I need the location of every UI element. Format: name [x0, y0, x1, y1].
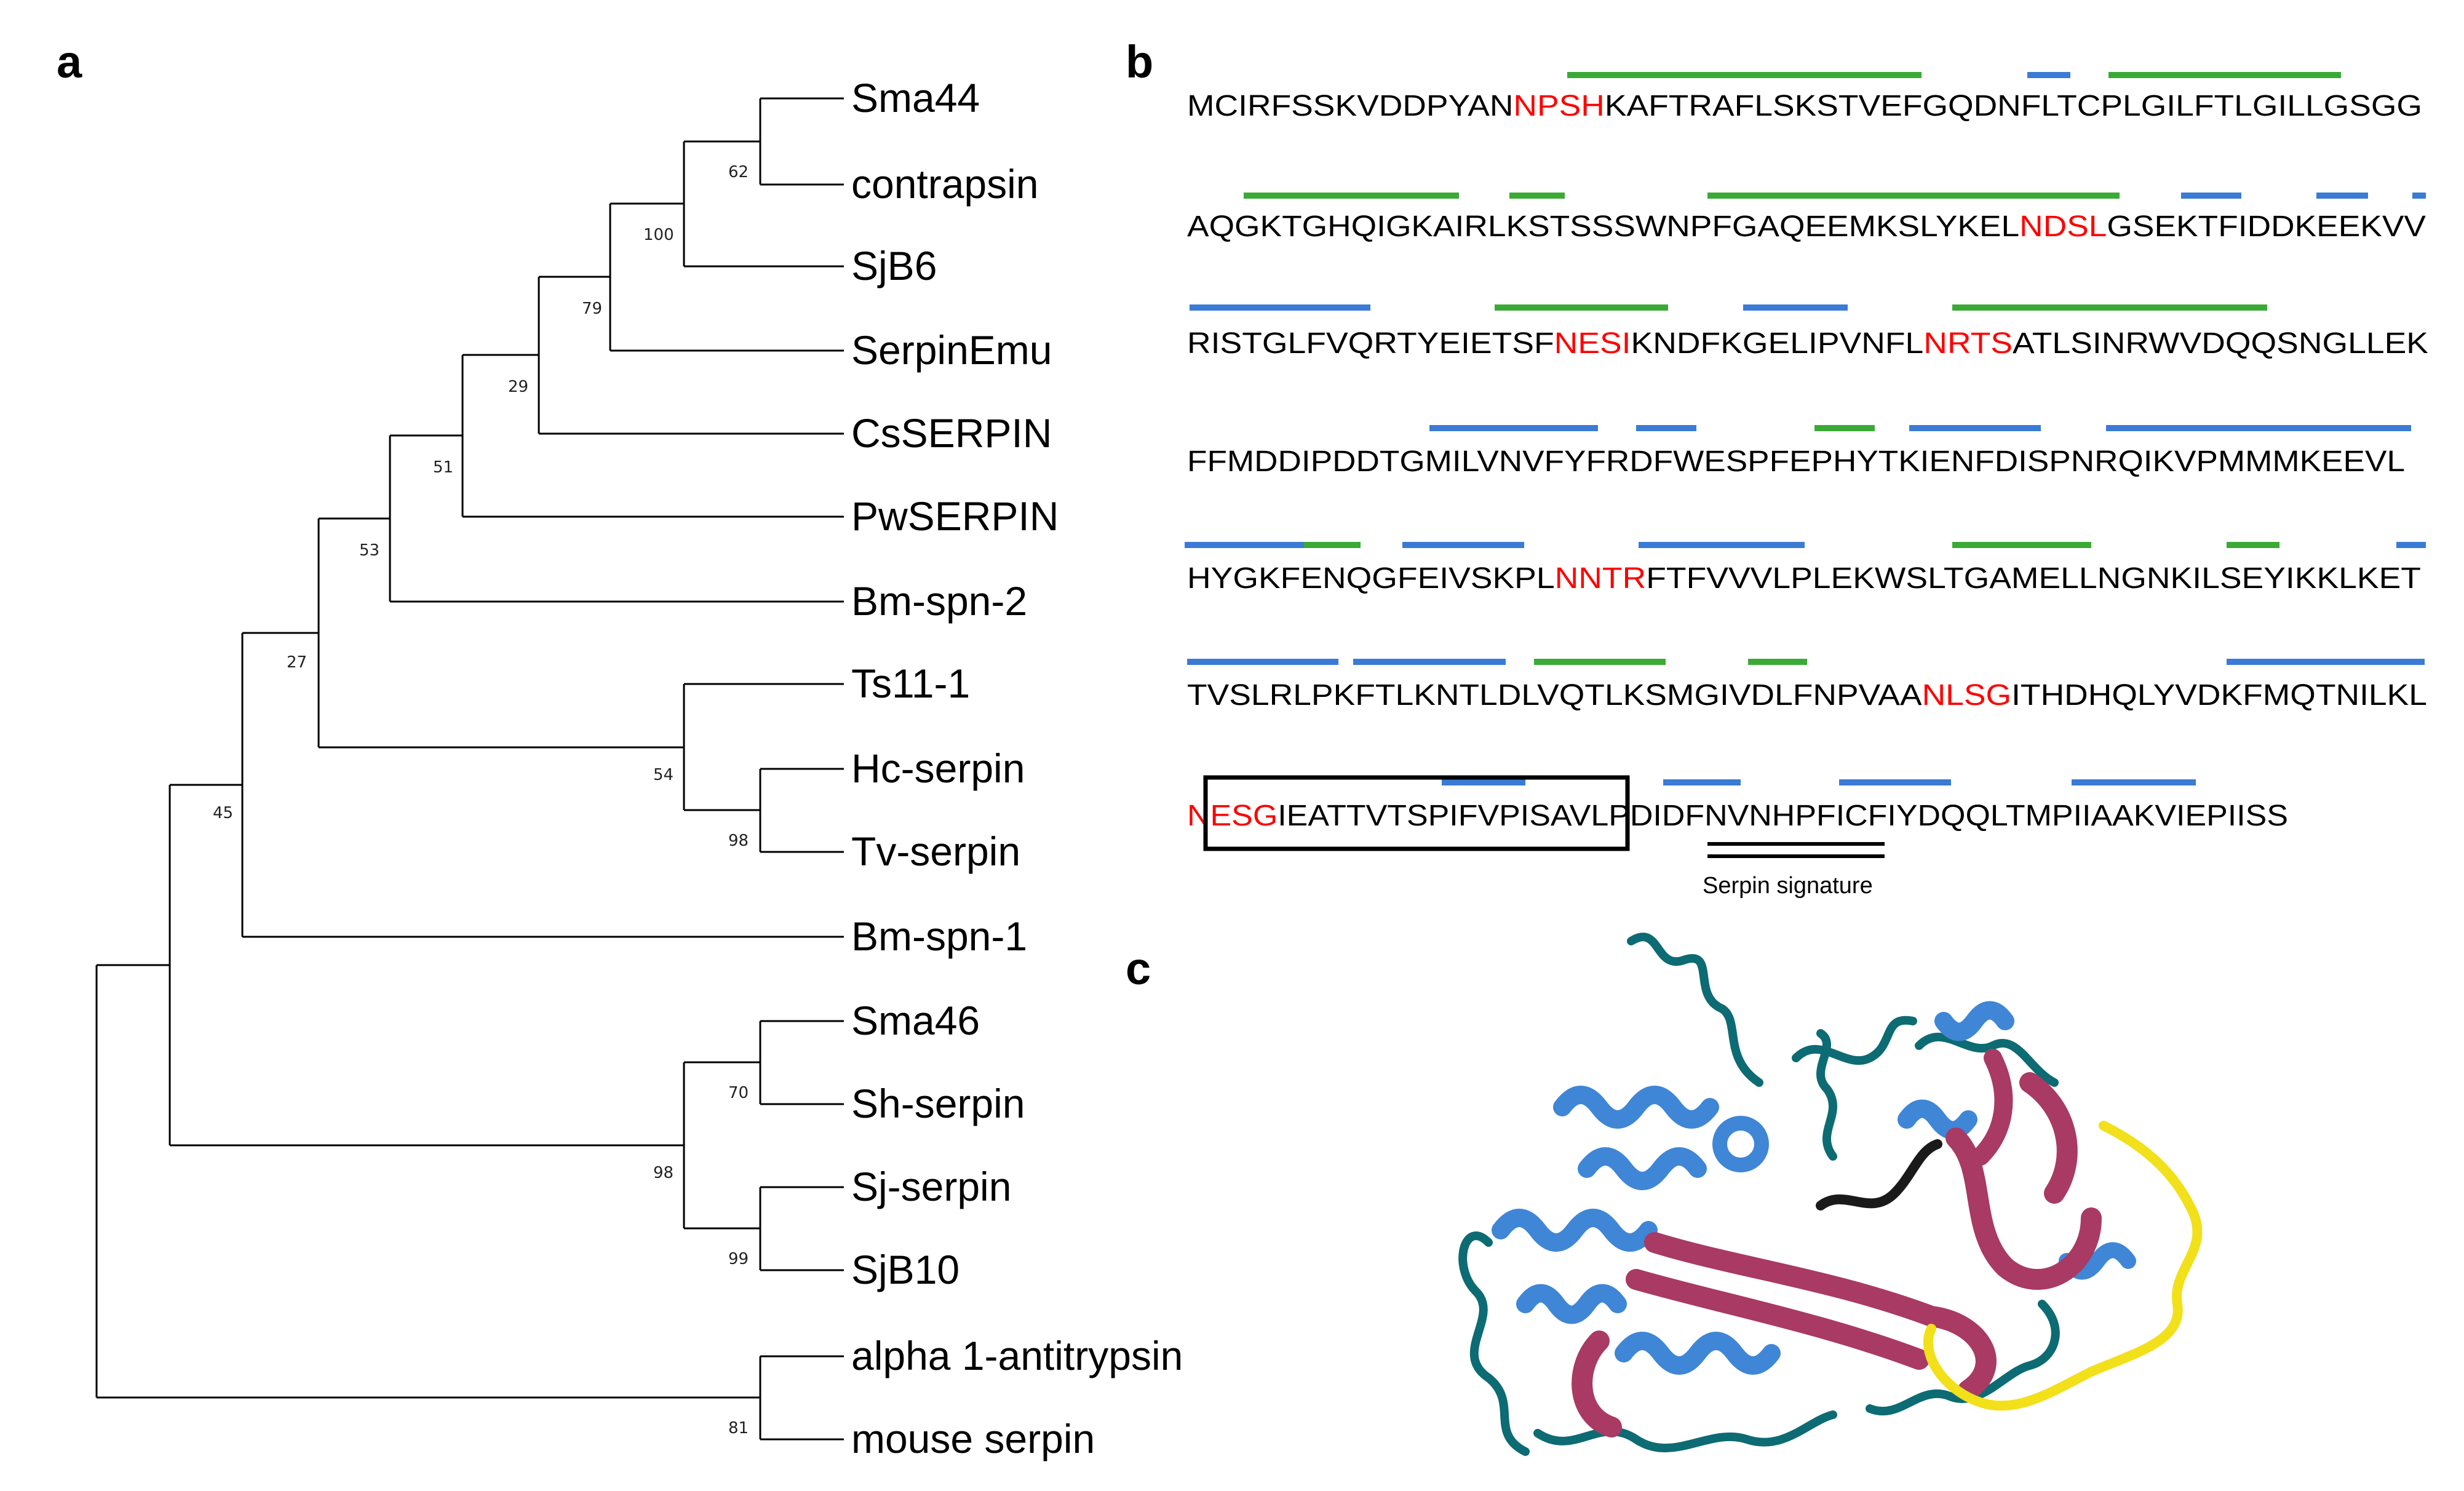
panel-a-label: a: [57, 36, 82, 87]
reactive-center-loop: [1923, 1121, 2203, 1411]
leaf-label: Sj-serpin: [851, 1164, 1011, 1209]
bootstrap-value: 70: [728, 1084, 749, 1102]
beta-strand: [1945, 1127, 2102, 1290]
secondary-structure-bars: [1185, 72, 2426, 785]
leaf-label: mouse serpin: [851, 1416, 1095, 1461]
helix: [1516, 1284, 1627, 1324]
leaf-label: Sma44: [851, 75, 980, 121]
glycosylation-motif: NRTS: [1923, 327, 2013, 360]
bootstrap-value: 81: [728, 1419, 749, 1437]
leaf-label: CsSERPIN: [851, 410, 1052, 456]
bootstrap-value: 53: [359, 541, 380, 560]
leaf-label: SjB10: [851, 1247, 960, 1292]
bootstrap-value: 99: [728, 1250, 749, 1268]
sequence-segment: HYGKFENQGFEIVSKPL: [1187, 562, 1555, 595]
beta-strand: [1971, 1049, 2013, 1166]
bootstrap-values: 62 100 79 29 51 53 27 54 98 45 70 98 99 …: [213, 163, 749, 1437]
sequence-segment: RISTGLFVQRTYEIETSF: [1187, 327, 1554, 360]
leaf-label: Sh-serpin: [851, 1081, 1025, 1126]
leaf-label: SerpinEmu: [851, 327, 1052, 373]
coil: [1915, 1033, 2059, 1087]
bootstrap-value: 54: [653, 766, 674, 784]
helix: [1578, 1147, 1707, 1190]
tree-leaf-labels: Sma44 contrapsin SjB6 SerpinEmu CsSERPIN…: [851, 75, 1183, 1461]
beta-strand: [1626, 1269, 1929, 1370]
phylogenetic-tree: [95, 97, 844, 1441]
helix: [1898, 1099, 1977, 1140]
glycosylation-motif: NPSH: [1513, 90, 1604, 122]
sequence-segment: KNDFKGELIPVNFL: [1631, 327, 1924, 360]
bootstrap-value: 98: [728, 832, 749, 850]
bootstrap-value: 27: [287, 653, 307, 672]
beta-strand: [1921, 1306, 1997, 1401]
glycosylation-motif: NESG: [1187, 800, 1278, 832]
bootstrap-value: 45: [213, 804, 233, 822]
helix: [1615, 1332, 1781, 1375]
sequence-segment: FFMDDIPDDTGMILVNVFYFRDFWESPFEPHYTKIENFDI…: [1187, 445, 2405, 478]
coil: [1866, 1300, 2060, 1416]
leaf-label: SjB6: [851, 243, 937, 288]
coil: [1627, 932, 1763, 1087]
sequence-segment: FTFVVVLPLEKWSLTGAMELLNGNKILSEYIKKLKET: [1646, 562, 2421, 595]
sequence-segment: ITHDHQLYVDKFMQTNILKL: [2011, 679, 2427, 712]
coil: [1792, 1016, 1917, 1065]
leaf-label: Sma46: [851, 998, 980, 1043]
sequence-line: FFMDDIPDDTGMILVNVFYFRDFWESPFEPHYTKIENFDI…: [1187, 445, 2405, 478]
glycosylation-motif: NESI: [1554, 327, 1631, 360]
panel-b-label: b: [1126, 36, 1153, 87]
leaf-label: Tv-serpin: [851, 829, 1020, 874]
sequence-segment: MCIRFSSKVDDPYAN: [1187, 90, 1513, 122]
leaf-label: Ts11-1: [851, 661, 970, 706]
beta-strand: [1644, 1232, 1942, 1327]
sequence-segment: TVSLRLPKFTLKNTLDLVQTLKSMGIVDLFNPVAA: [1187, 679, 1922, 712]
leaf-label: Bm-spn-2: [851, 578, 1027, 624]
coil: [1533, 1410, 1837, 1453]
glycosylation-motif: NDSL: [2019, 210, 2107, 243]
coil: [1458, 1231, 1530, 1456]
helix: [1492, 1209, 1658, 1252]
panel-c-label: c: [1126, 943, 1151, 994]
sequence-segment: AQGKTGHQIGKAIRLKSTSSSWNPFGAQEEMKSLYKEL: [1187, 210, 2019, 243]
bootstrap-value: 51: [433, 458, 453, 477]
bootstrap-value: 62: [728, 163, 749, 181]
helix: [1553, 1086, 1719, 1129]
leaf-label: contrapsin: [851, 161, 1039, 207]
bootstrap-value: 98: [653, 1164, 674, 1182]
linker: [1816, 1139, 1942, 1211]
sequence-segment: IEATTVTSPIFVPISAVLPDIDFNVNHPFICFIYDQQLTM…: [1278, 800, 2288, 832]
leaf-label: alpha 1-antitrypsin: [851, 1333, 1183, 1378]
protein-structure: [1458, 932, 2203, 1456]
bootstrap-value: 79: [582, 300, 602, 318]
leaf-label: PwSERPIN: [851, 493, 1059, 539]
helix-coil: [1712, 1116, 1769, 1172]
reactive-center-loop-box: [1203, 775, 1630, 851]
leaf-label: Hc-serpin: [851, 746, 1025, 791]
helix: [1934, 1001, 2014, 1041]
glycosylation-motif: NNTR: [1555, 562, 1647, 595]
glycosylation-motif: NLSG: [1922, 679, 2012, 712]
bootstrap-value: 100: [643, 226, 674, 244]
sequence-segment: KAFTRAFLSKSTVEFGQDNFLTCPLGILFTLGILLGSGG: [1605, 90, 2422, 122]
sequence-segment: GSEKTFIDDKEEKVV: [2107, 210, 2426, 243]
serpin-signature-label: Serpin signature: [1703, 873, 1873, 899]
coil: [1816, 1029, 1837, 1161]
sequence-segment: ATLSINRWVDQQSNGLLEK: [2013, 327, 2428, 360]
beta-strand: [1572, 1330, 1622, 1437]
bootstrap-value: 29: [508, 378, 528, 396]
beta-strand: [2019, 1072, 2078, 1204]
leaf-label: Bm-spn-1: [851, 913, 1027, 959]
